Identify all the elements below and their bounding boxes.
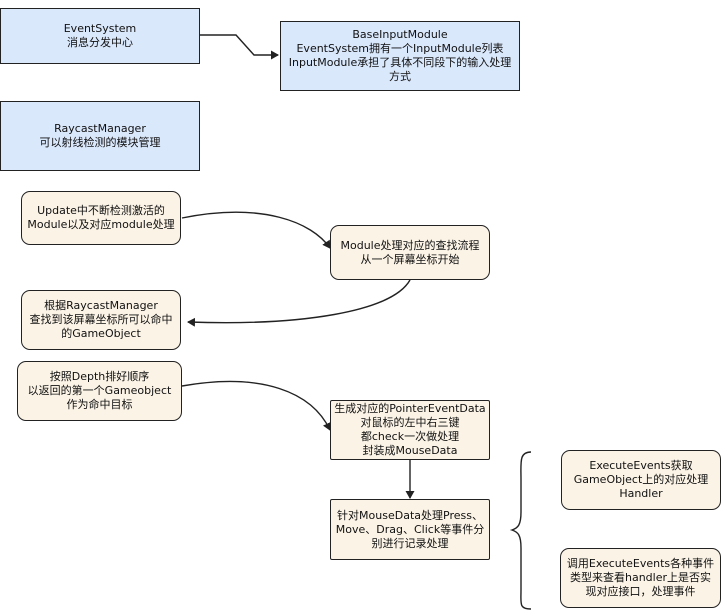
depth-sort-box: 按照Depth排好顺序 以返回的第一个Gameobject 作为命中目标 [17,361,182,421]
curly-brace [509,451,532,610]
module-lookup-text: Module处理对应的查找流程 从一个屏幕坐标开始 [340,238,480,266]
execute-events-get-box: ExecuteEvents获取 GameObject上的对应处理 Handler [561,450,721,510]
raycast-query-text: 根据RaycastManager 查找到该屏幕坐标所可以命中 的GameObje… [29,299,173,340]
arrow-depth-to-pointerevent [181,380,332,431]
arrow-eventsystem-to-inputmodule [200,34,279,60]
execute-events-call-text: 调用ExecuteEvents各种事件 类型来查看handler上是否实 现对应… [566,557,715,598]
depth-sort-text: 按照Depth排好顺序 以返回的第一个Gameobject 作为命中目标 [27,370,172,411]
arrow-update-to-lookup [181,211,331,249]
pointer-event-data-text: 生成对应的PointerEventData 对鼠标的左中右三键 都check一次… [334,402,486,457]
arrow-lookup-to-raycast [187,279,411,327]
raycastmanager-box: RaycastManager 可以射线检测的模块管理 [0,101,200,171]
execute-events-get-text: ExecuteEvents获取 GameObject上的对应处理 Handler [573,459,709,500]
raycast-query-box: 根据RaycastManager 查找到该屏幕坐标所可以命中 的GameObje… [21,290,181,350]
eventsystem-box: EventSystem 消息分发中心 [0,8,200,64]
update-check-box: Update中不断检测激活的 Module以及对应module处理 [21,191,181,245]
raycastmanager-text: RaycastManager 可以射线检测的模块管理 [39,122,161,149]
mousedata-box: 针对MouseData处理Press、 Move、Drag、Click等事件分 … [330,499,490,560]
baseinputmodule-text: BaseInputModule EventSystem拥有一个InputModu… [288,28,512,83]
pointer-event-data-box: 生成对应的PointerEventData 对鼠标的左中右三键 都check一次… [330,400,490,460]
baseinputmodule-box: BaseInputModule EventSystem拥有一个InputModu… [280,21,520,91]
module-lookup-box: Module处理对应的查找流程 从一个屏幕坐标开始 [330,225,490,280]
mousedata-text: 针对MouseData处理Press、 Move、Drag、Click等事件分 … [335,508,485,550]
execute-events-call-box: 调用ExecuteEvents各种事件 类型来查看handler上是否实 现对应… [560,548,721,608]
update-check-text: Update中不断检测激活的 Module以及对应module处理 [27,204,175,231]
eventsystem-text: EventSystem 消息分发中心 [63,22,137,49]
